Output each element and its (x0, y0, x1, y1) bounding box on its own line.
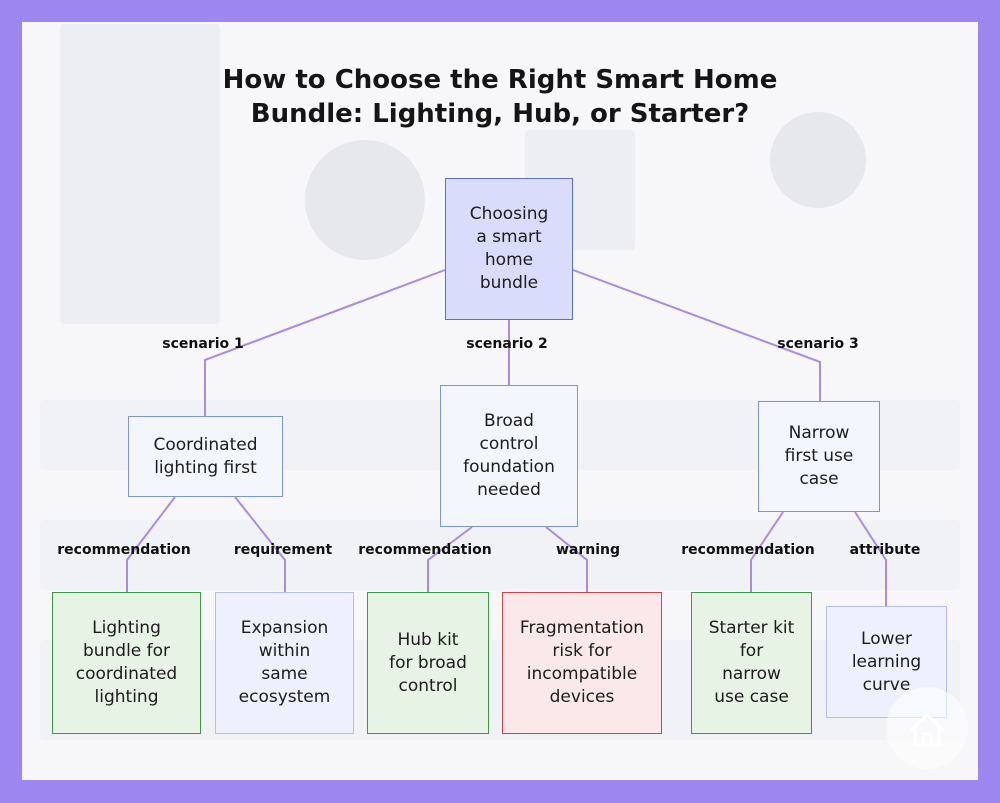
node-lower-learning-curve: Lower learning curve (826, 606, 947, 718)
node-starter-kit-text: Starter kit for narrow use case (708, 618, 795, 707)
background-card-light (60, 24, 220, 324)
diagram-title: How to Choose the Right Smart Home Bundl… (222, 65, 778, 129)
edge-s1-l2 (234, 496, 286, 592)
node-hub-kit-text: Hub kit for broad control (389, 629, 467, 696)
edge-label-warning: warning (555, 542, 621, 558)
node-starter-kit: Starter kit for narrow use case (691, 592, 812, 734)
edge-s1-l1 (126, 496, 176, 592)
edge-label-recommendation-2: recommendation (358, 542, 492, 558)
edge-s3-l5 (750, 511, 784, 592)
node-lighting-bundle: Lighting bundle for coordinated lighting (52, 592, 201, 734)
node-scenario-2: Broad control foundation needed (440, 385, 578, 527)
edge-s3-l6 (854, 511, 887, 606)
node-expansion-text: Expansion within same ecosystem (238, 618, 331, 707)
edge-root-s3 (572, 269, 821, 401)
node-scenario-1: Coordinated lighting first (128, 416, 283, 497)
background-camera-image (770, 112, 866, 208)
brand-badge (886, 687, 968, 769)
background-thermostat-image (305, 140, 425, 260)
edge-label-requirement: requirement (233, 542, 333, 558)
edge-label-recommendation-1: recommendation (57, 542, 191, 558)
node-scenario-3-text: Narrow first use case (784, 423, 854, 489)
node-scenario-1-text: Coordinated lighting first (153, 434, 258, 478)
node-expansion: Expansion within same ecosystem (215, 592, 354, 734)
node-root: Choosing a smart home bundle (445, 178, 573, 320)
edge-label-scenario-3: scenario 3 (777, 336, 859, 352)
edge-label-recommendation-3: recommendation (681, 542, 815, 558)
edge-s2-l4 (545, 526, 588, 592)
node-scenario-3: Narrow first use case (758, 401, 880, 512)
edge-s2-l3 (427, 526, 473, 592)
edge-label-attribute: attribute (849, 542, 921, 558)
node-fragmentation-risk-text: Fragmentation risk for incompatible devi… (519, 618, 645, 707)
node-hub-kit: Hub kit for broad control (367, 592, 489, 734)
house-icon (908, 713, 946, 747)
node-lower-learning-curve-text: Lower learning curve (851, 628, 922, 695)
edge-label-scenario-1: scenario 1 (162, 336, 244, 352)
node-scenario-2-text: Broad control foundation needed (463, 411, 555, 500)
edge-label-scenario-2: scenario 2 (466, 336, 548, 352)
node-lighting-bundle-text: Lighting bundle for coordinated lighting (75, 618, 178, 707)
node-root-text: Choosing a smart home bundle (469, 204, 549, 293)
edge-root-s1 (204, 269, 446, 416)
background-table-row (40, 520, 960, 590)
node-fragmentation-risk: Fragmentation risk for incompatible devi… (502, 592, 662, 734)
